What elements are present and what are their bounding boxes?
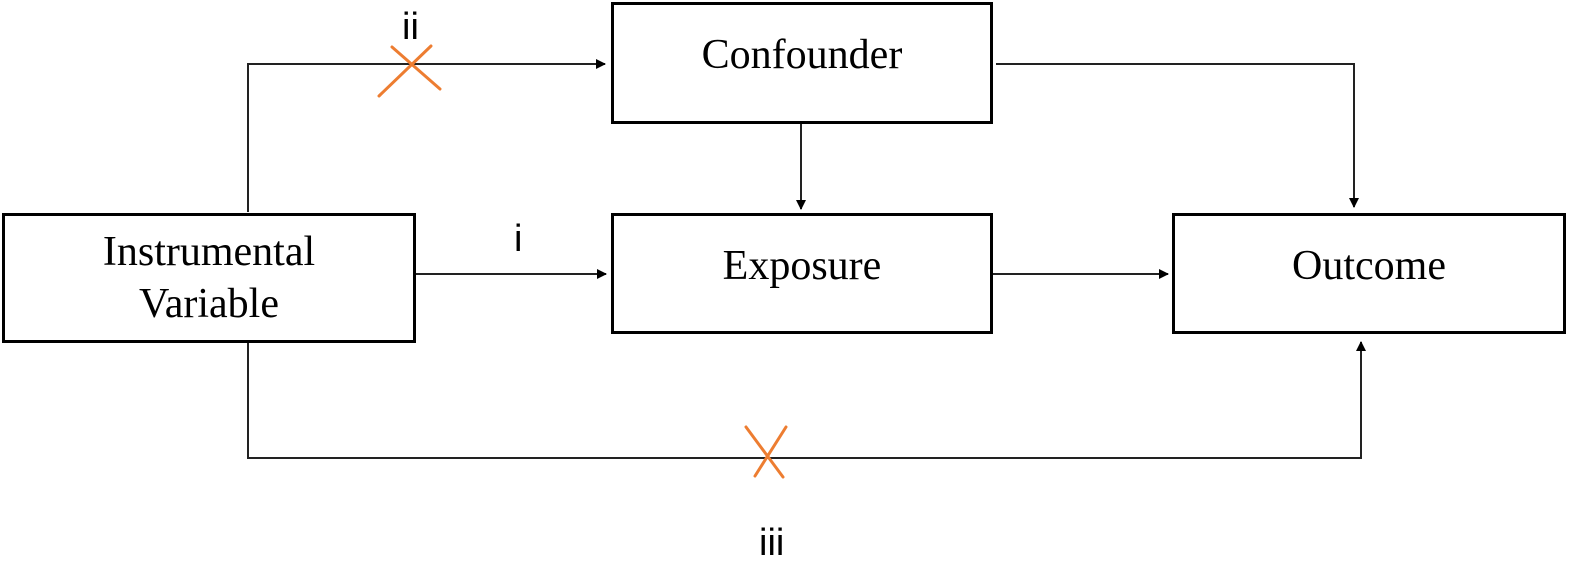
edge-label-i: i [514,218,523,260]
edge-iv-to-outcome [247,341,1366,459]
instrumental-variable-label-line2: Variable [139,281,279,327]
edge-confounder-to-outcome [996,63,1359,208]
exposure-node: Exposure [611,213,993,334]
outcome-label: Outcome [1292,243,1446,289]
edge-iv-to-confounder [247,59,606,212]
exposure-label: Exposure [722,243,882,289]
edge-label-ii: ii [402,6,419,48]
confounder-node: Confounder [611,2,993,124]
instrumental-variable-node: Instrumental Variable [2,213,416,343]
edge-label-iii: iii [759,522,785,564]
blocked-mark-iii [744,425,788,479]
confounder-label: Confounder [701,32,903,78]
blocked-mark-ii [377,44,442,98]
instrumental-variable-label-line1: Instrumental [102,228,316,275]
outcome-node: Outcome [1172,213,1566,334]
